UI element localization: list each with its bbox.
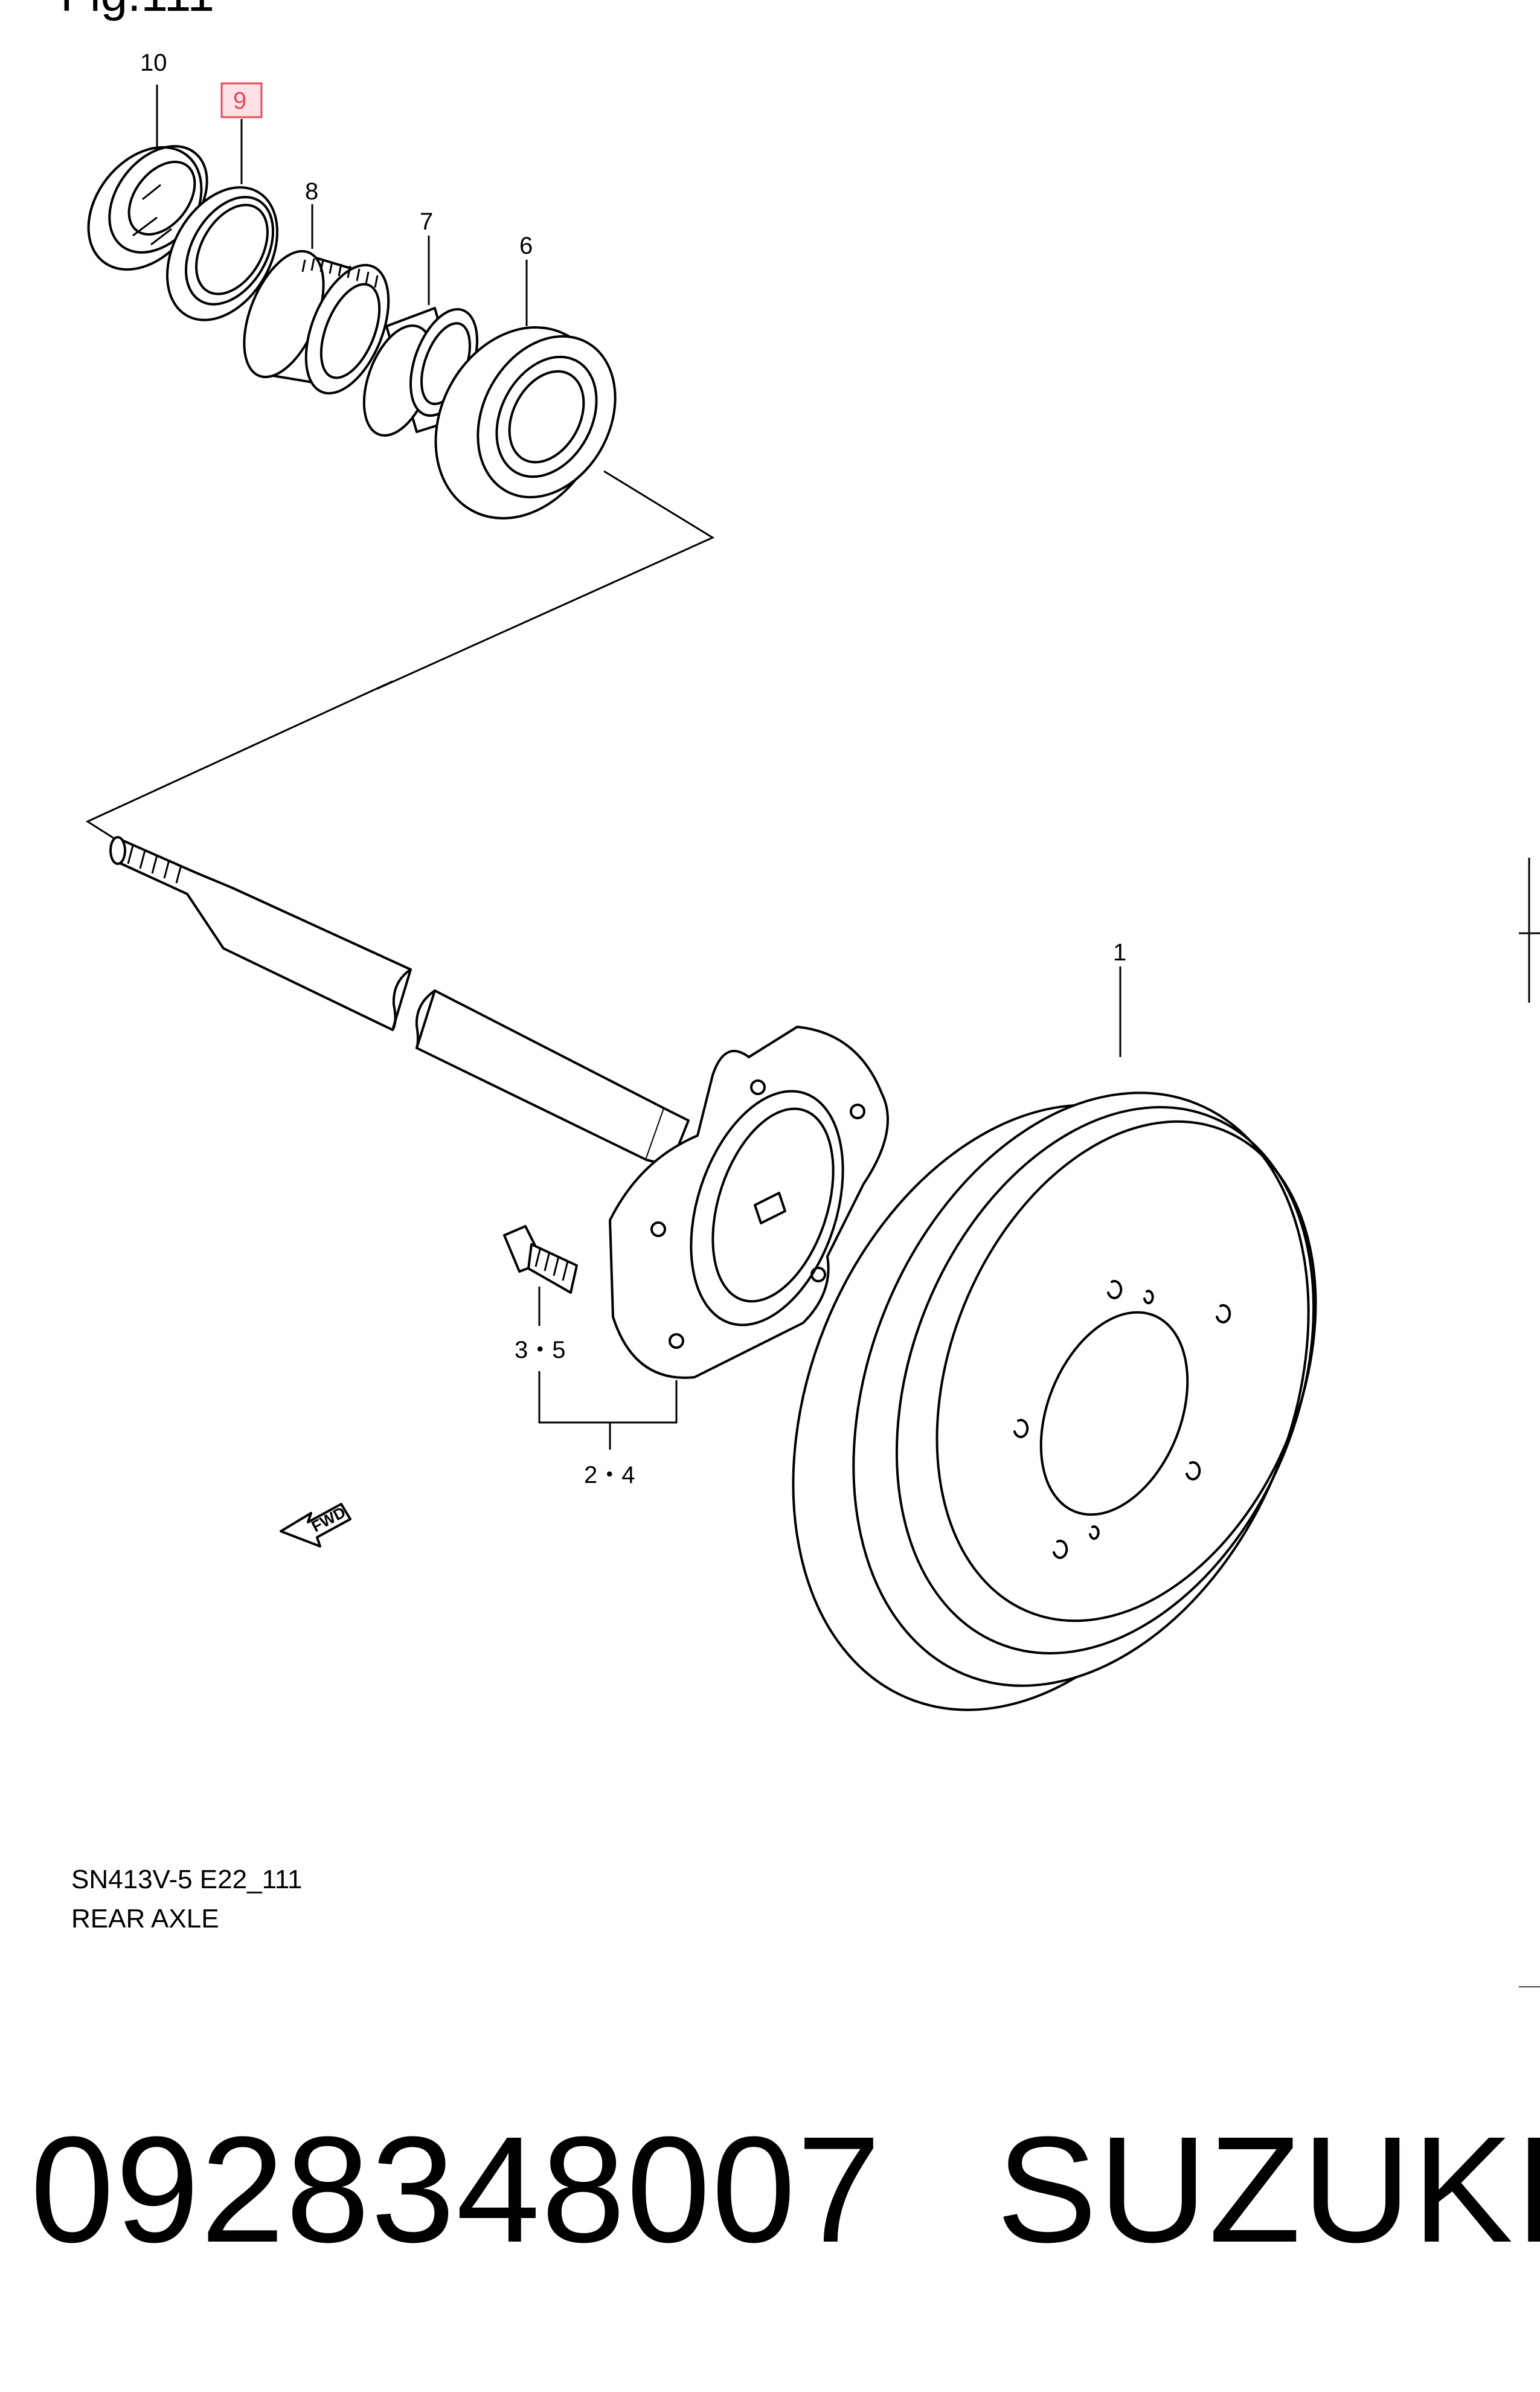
callout-2-4: 2・4 xyxy=(584,1462,635,1488)
roller-bearing-part-8[interactable] xyxy=(228,240,405,405)
bracket-2-4 xyxy=(538,1371,678,1424)
figure-title: Fig.111 xyxy=(60,0,214,21)
brand-name: SUZUKI xyxy=(996,2105,1540,2274)
exploded-view-drawing: Fig.111 10 9 8 xyxy=(60,0,1540,1987)
diagram-code: SN413V-5 E22_111 xyxy=(71,1865,303,1894)
forward-direction-arrow: FWD xyxy=(280,1503,351,1548)
part-number: 0928348007 xyxy=(30,2105,882,2274)
ball-bearing-part-6[interactable] xyxy=(403,298,643,547)
bearing-ring-part-9[interactable] xyxy=(145,168,300,339)
assembly-bracket-lower xyxy=(85,680,393,844)
callout-6: 6 xyxy=(519,233,533,259)
callout-7: 7 xyxy=(420,208,433,235)
callout-10: 10 xyxy=(140,50,167,76)
axle-hub-flange[interactable] xyxy=(609,1026,889,1379)
brake-drum-part-1[interactable] xyxy=(707,1024,1392,1780)
axle-shaft[interactable] xyxy=(109,836,690,1167)
callout-1: 1 xyxy=(1113,939,1126,966)
footer-band xyxy=(0,1987,1540,2392)
diagram-name: REAR AXLE xyxy=(71,1904,219,1934)
callout-9-highlight[interactable] xyxy=(220,82,263,118)
wheel-stud-part-3-5[interactable] xyxy=(503,1225,578,1294)
callout-3-5: 3・5 xyxy=(515,1337,566,1363)
parts-diagram: Fig.111 10 9 8 xyxy=(60,0,1540,1987)
assembly-bracket xyxy=(377,470,715,690)
callout-8: 8 xyxy=(305,178,318,205)
callout-9: 9 xyxy=(233,88,246,114)
